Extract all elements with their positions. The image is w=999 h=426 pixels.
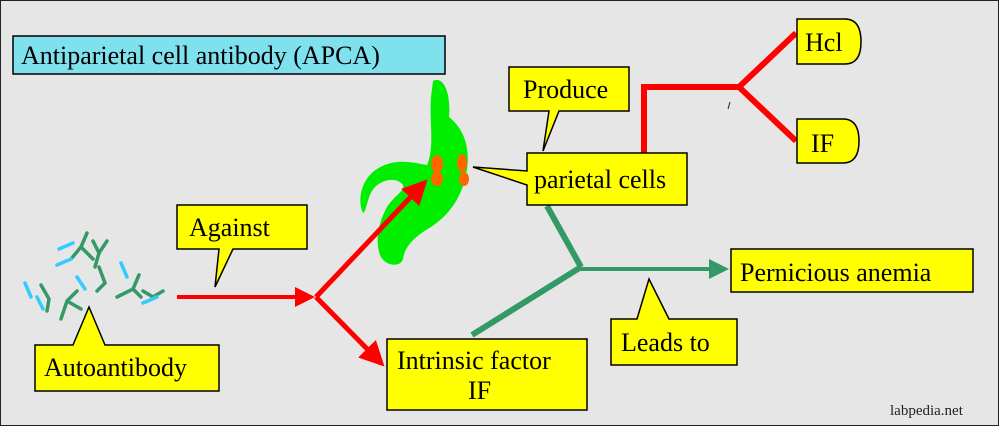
produce-callout: Produce bbox=[508, 66, 630, 152]
title-box: Antiparietal cell antibody (APCA) bbox=[12, 35, 446, 75]
antibody-cluster-icon bbox=[23, 231, 165, 321]
to-intrinsic-factor-arrow bbox=[314, 295, 385, 367]
to-hcl-line bbox=[736, 30, 799, 90]
hcl-label: Hcl bbox=[805, 28, 843, 57]
watermark-text: labpedia.net bbox=[890, 403, 964, 419]
title-label: Antiparietal cell antibody (APCA) bbox=[21, 41, 380, 70]
hcl-box: Hcl bbox=[796, 18, 862, 65]
produce-connector bbox=[641, 84, 739, 153]
to-stomach-arrow bbox=[314, 179, 428, 299]
intrinsic-factor-line1: Intrinsic factor bbox=[397, 346, 551, 375]
to-if-line bbox=[736, 84, 799, 144]
against-label: Against bbox=[189, 213, 271, 242]
intrinsic-factor-box: Intrinsic factor IF bbox=[386, 338, 588, 411]
stomach-icon bbox=[360, 79, 468, 265]
against-callout: Against bbox=[176, 204, 308, 288]
pernicious-anemia-box: Pernicious anemia bbox=[730, 248, 974, 293]
if-box: IF bbox=[796, 118, 860, 164]
parietal-cells-label: parietal cells bbox=[534, 165, 666, 194]
autoantibody-label: Autoantibody bbox=[44, 353, 187, 382]
parietal-cells-callout: parietal cells bbox=[472, 152, 688, 206]
produce-label: Produce bbox=[523, 75, 608, 104]
if-label: IF bbox=[811, 129, 834, 158]
green-arrows bbox=[470, 204, 729, 338]
leads-to-callout: Leads to bbox=[610, 276, 738, 366]
pernicious-anemia-label: Pernicious anemia bbox=[740, 258, 932, 287]
red-arrows bbox=[177, 30, 799, 367]
autoantibody-callout: Autoantibody bbox=[34, 305, 220, 392]
parietal-cell-dots-icon bbox=[431, 154, 469, 186]
intrinsic-factor-line2: IF bbox=[468, 376, 491, 405]
leads-to-label: Leads to bbox=[621, 328, 710, 357]
